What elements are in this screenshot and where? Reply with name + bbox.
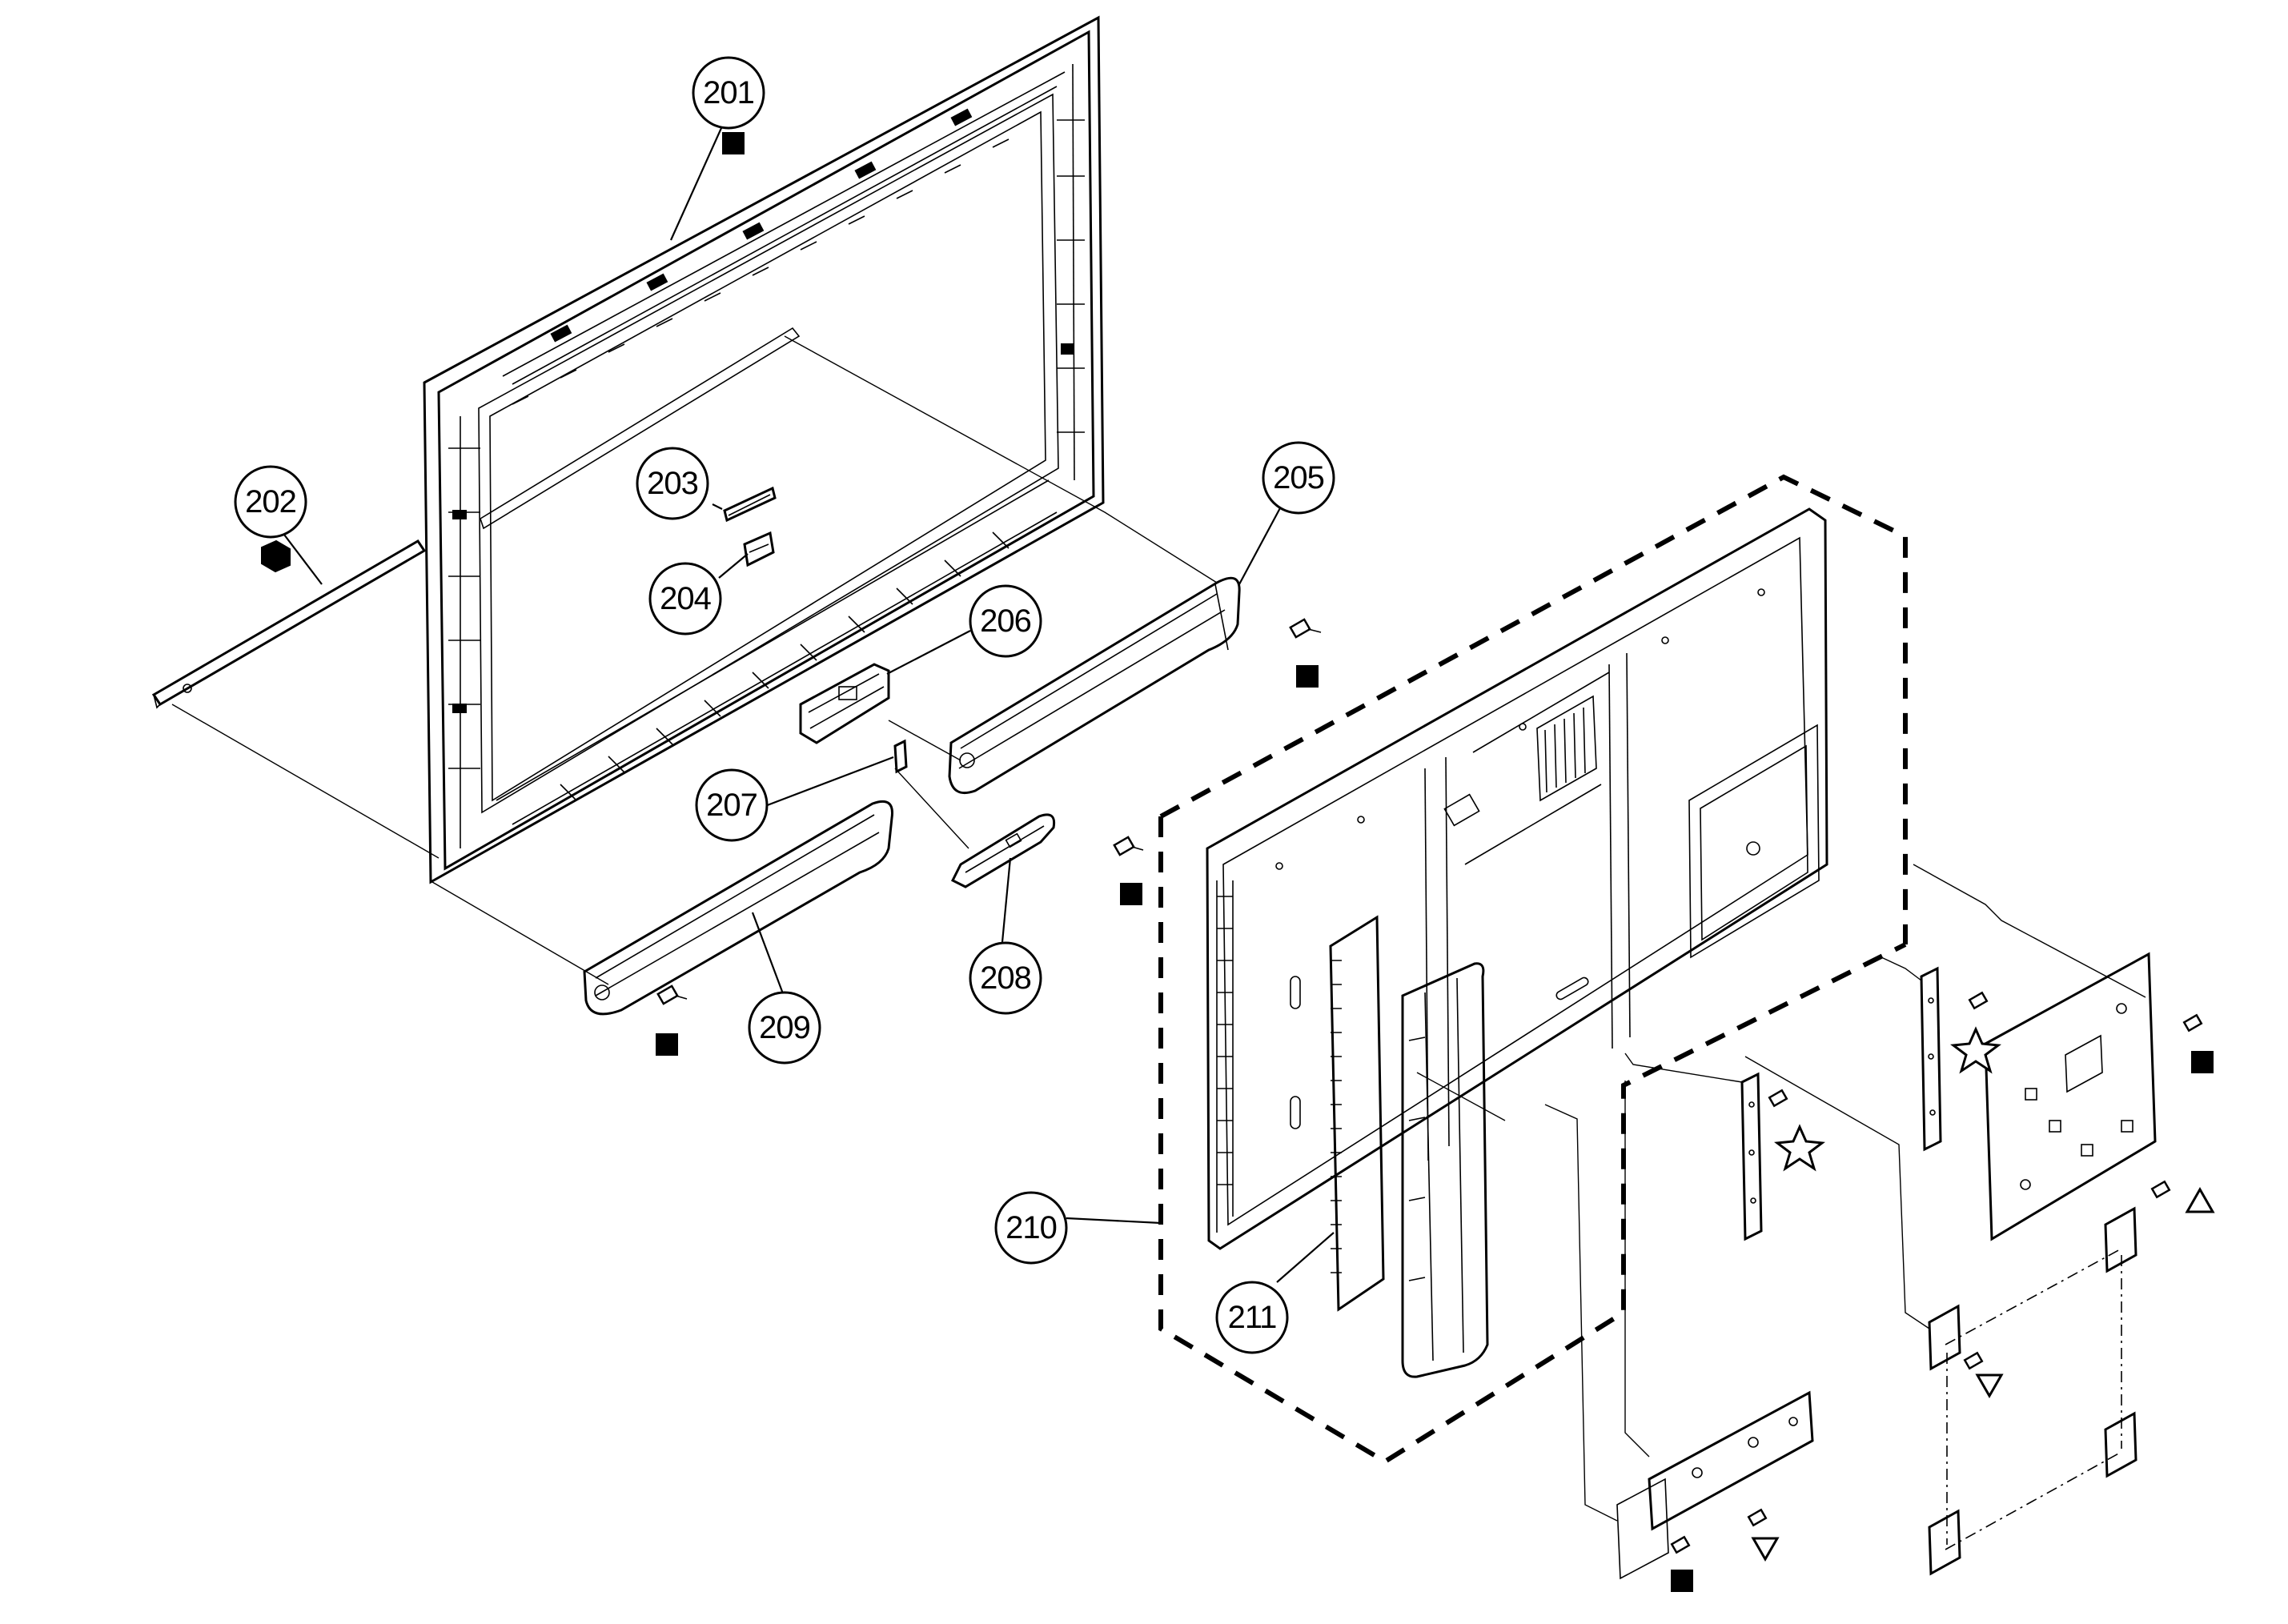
svg-text:208: 208 <box>980 960 1031 996</box>
triangle-down-marker <box>1751 1373 2004 1562</box>
callout-204: 204 <box>648 562 722 636</box>
small-clip-part <box>743 531 775 567</box>
callout-206: 206 <box>969 584 1042 658</box>
stand-bracket <box>950 813 1056 888</box>
svg-text:207: 207 <box>706 788 757 823</box>
rear-chassis <box>1206 507 1828 1250</box>
screw <box>1968 991 1989 1010</box>
screw <box>1289 618 1322 639</box>
svg-text:209: 209 <box>759 1010 810 1045</box>
cable-cover <box>1401 962 1489 1378</box>
shield-plate <box>1329 915 1385 1312</box>
wall-bracket-lower-left <box>1928 1509 1961 1576</box>
chassis-group-outline <box>1158 474 1908 1465</box>
callout-209: 209 <box>748 991 821 1065</box>
circuit-board <box>1984 952 2157 1241</box>
wall-bracket-upper-right <box>2104 1206 2137 1273</box>
svg-text:205: 205 <box>1273 460 1324 495</box>
callout-207: 207 <box>695 768 769 842</box>
svg-text:201: 201 <box>703 75 754 110</box>
callout-201: 201 <box>692 56 765 130</box>
screw <box>1963 1351 1984 1370</box>
vertical-bracket-b <box>1920 966 1942 1152</box>
svg-text:210: 210 <box>1006 1210 1057 1245</box>
right-speaker <box>948 576 1241 795</box>
square-marker <box>656 132 2214 1592</box>
small-tab <box>893 739 908 774</box>
star-marker <box>1774 1026 2001 1172</box>
wall-bracket-upper-left <box>1928 1304 1961 1371</box>
callout-205: 205 <box>1262 441 1335 515</box>
vertical-bracket-a <box>1740 1072 1763 1241</box>
screw <box>1113 836 1144 856</box>
front-bezel-frame <box>423 15 1105 884</box>
callout-202: 202 <box>234 465 307 539</box>
svg-text:206: 206 <box>980 603 1031 639</box>
terminal-bracket <box>1616 1390 1814 1580</box>
callout-203: 203 <box>636 447 709 520</box>
screw <box>1670 1535 1691 1554</box>
wall-bracket-lower-right <box>2104 1411 2137 1478</box>
callout-208: 208 <box>969 941 1042 1015</box>
callout-211: 211 <box>1215 1281 1289 1354</box>
center-bracket <box>799 663 890 744</box>
svg-text:203: 203 <box>647 466 698 501</box>
screw <box>2182 1013 2203 1033</box>
svg-text:202: 202 <box>245 484 296 519</box>
side-strip <box>151 539 427 709</box>
assembly-guide-lines <box>171 335 2146 1550</box>
screw <box>1768 1089 1788 1108</box>
small-label-part <box>723 486 777 523</box>
hexagon-marker <box>261 539 291 573</box>
svg-text:211: 211 <box>1228 1300 1277 1335</box>
svg-text:204: 204 <box>660 581 711 616</box>
left-speaker <box>583 800 893 1016</box>
triangle-up-marker <box>2185 1186 2215 1213</box>
screw <box>656 984 688 1005</box>
screw <box>1747 1508 1768 1527</box>
callout-210: 210 <box>994 1191 1068 1265</box>
screw <box>2150 1180 2171 1199</box>
screw-group <box>656 618 2203 1554</box>
